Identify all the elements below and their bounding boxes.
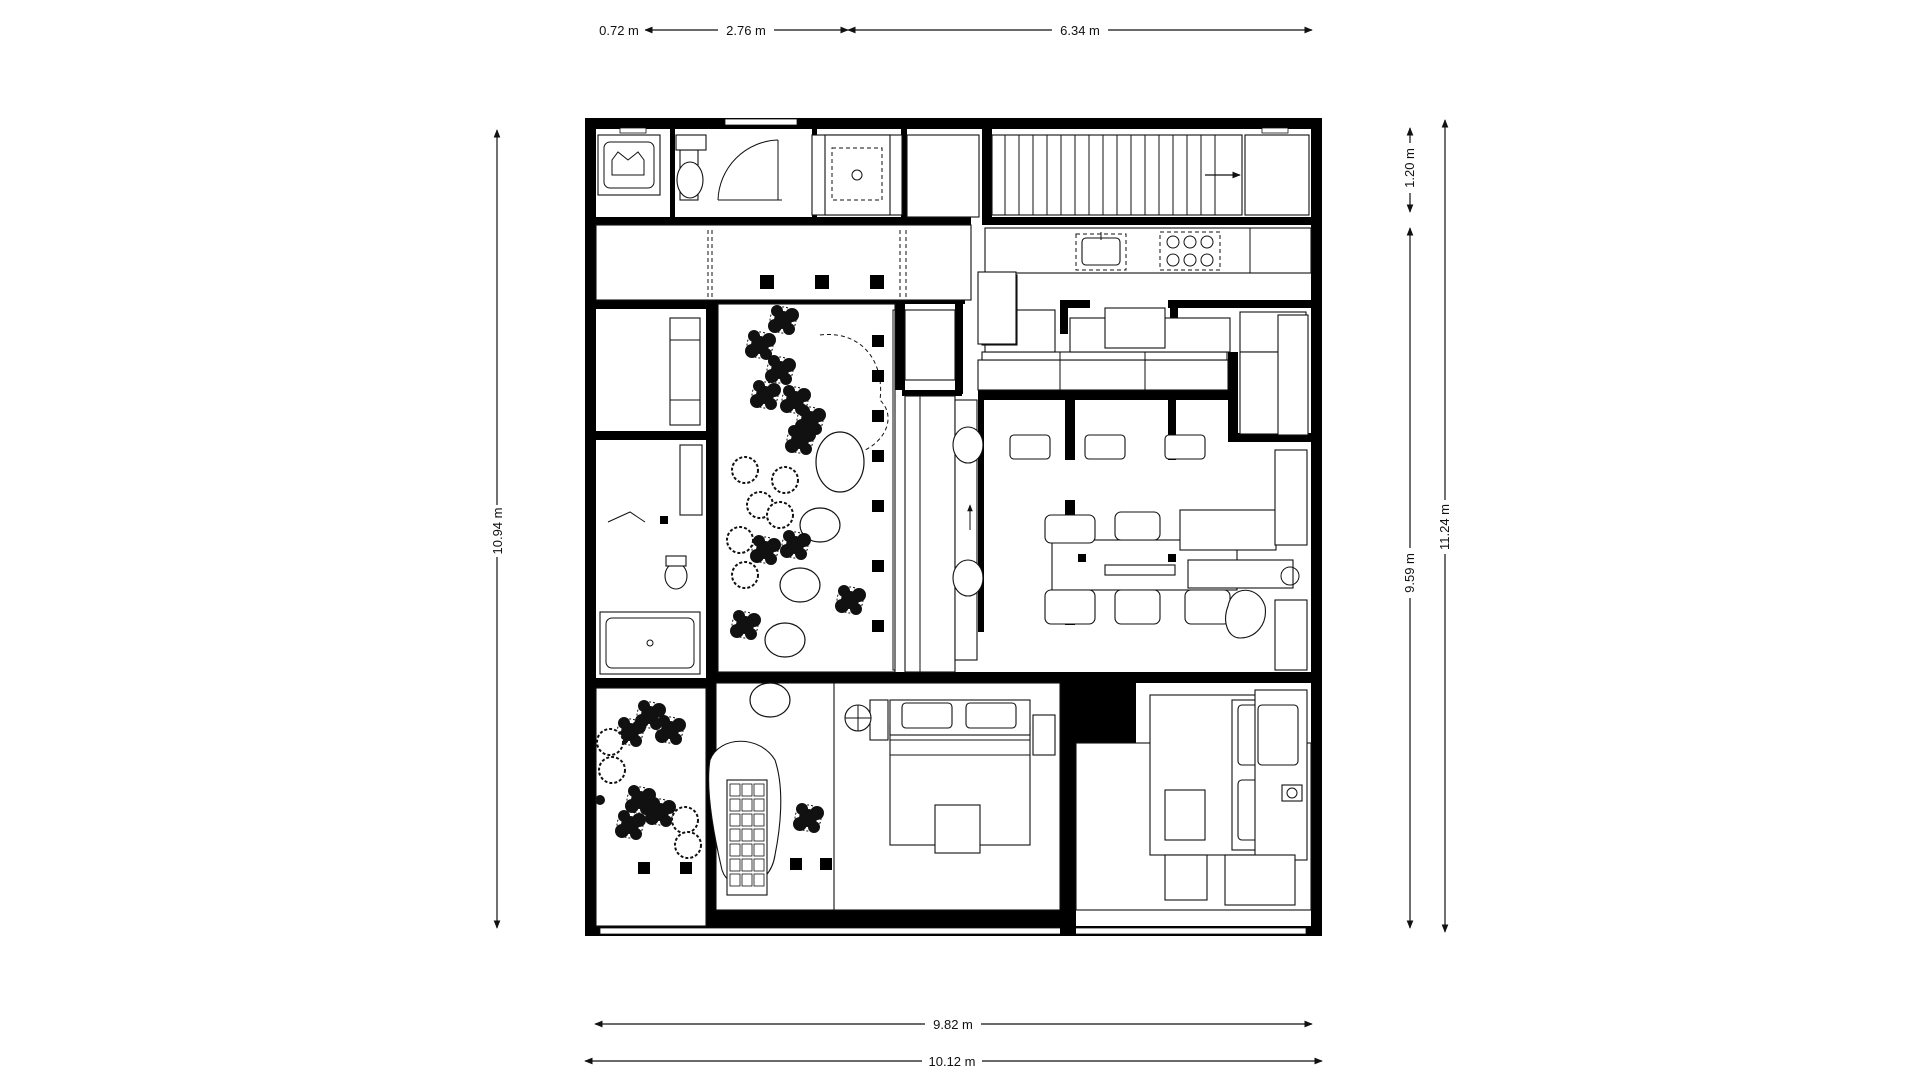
paver-stone — [753, 843, 765, 857]
dim-left: 10.94 m — [490, 508, 505, 555]
side-table — [844, 704, 872, 732]
hall-closet — [1244, 134, 1310, 216]
wc-door — [717, 139, 782, 201]
living-shelving — [1239, 311, 1309, 436]
outer-walls — [585, 118, 1322, 936]
garden-courtyard — [717, 303, 896, 673]
dimension-right: 1.20 m 9.59 m 11.24 m — [1401, 119, 1454, 933]
paver-stone — [729, 783, 741, 797]
paver-stone — [729, 828, 741, 842]
stone-icon — [764, 431, 865, 658]
toilet-icon — [664, 555, 688, 590]
bed-icon — [1149, 694, 1269, 856]
paver-stone — [753, 813, 765, 827]
paver-stone — [729, 843, 741, 857]
dimension-top: 0.72 m 2.76 m 6.34 m — [593, 21, 1313, 38]
stove-icon — [1159, 231, 1221, 271]
paver-stone — [741, 783, 753, 797]
bathtub-icon — [599, 611, 701, 675]
dimension-bottom: 9.82 m 10.12 m — [584, 1015, 1323, 1069]
paver-stone — [753, 828, 765, 842]
dim-right-inner-bottom: 9.59 m — [1402, 553, 1417, 593]
paver-stone — [741, 798, 753, 812]
paver-stone — [741, 843, 753, 857]
garden-path — [708, 682, 835, 911]
dim-bottom-outer: 10.12 m — [929, 1054, 976, 1069]
stairs — [991, 134, 1243, 216]
bar-stool — [952, 426, 984, 597]
dim-right-outer: 11.24 m — [1437, 504, 1452, 550]
paver-stone — [729, 798, 741, 812]
dim-top-1: 0.72 m — [599, 23, 639, 38]
bar-counter — [952, 399, 984, 661]
dim-right-inner-top: 1.20 m — [1402, 148, 1417, 188]
fridge — [977, 271, 1166, 349]
paver-stone — [741, 873, 753, 887]
sink-icon — [1075, 232, 1127, 271]
bedroom-right — [1075, 689, 1312, 911]
storage-room — [906, 134, 980, 218]
paver-stone — [729, 858, 741, 872]
paver-stone — [753, 798, 765, 812]
storage-left — [669, 317, 701, 426]
paver-stone — [729, 873, 741, 887]
paving — [726, 779, 768, 896]
shower-unit — [811, 134, 903, 216]
paver-stone — [753, 858, 765, 872]
toilet-icon — [675, 134, 707, 201]
dimension-left: 10.94 m — [488, 129, 506, 929]
garden-bottom — [595, 687, 707, 927]
corridor — [595, 224, 972, 301]
dim-top-2: 2.76 m — [726, 23, 766, 38]
bed-icon — [889, 699, 1031, 854]
paver-stone — [741, 813, 753, 827]
kitchen-counter — [984, 227, 1312, 274]
paver-stone — [741, 828, 753, 842]
paver-stone — [729, 813, 741, 827]
dining-chairs-top — [1009, 434, 1206, 460]
paver-stone — [753, 873, 765, 887]
washer-icon — [597, 134, 661, 196]
bathroom — [599, 444, 703, 675]
paver-stone — [741, 858, 753, 872]
paver-stone — [753, 783, 765, 797]
dim-bottom-inner: 9.82 m — [933, 1017, 973, 1032]
dim-top-3: 6.34 m — [1060, 23, 1100, 38]
sofa — [1179, 449, 1308, 671]
hallway-column — [904, 309, 956, 673]
